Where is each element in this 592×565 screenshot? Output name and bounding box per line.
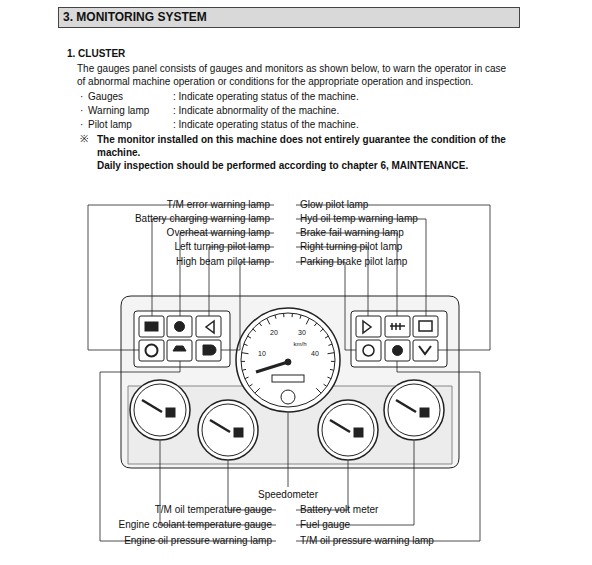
gauge-symbol — [166, 408, 175, 417]
dial-number: 30 — [298, 329, 306, 337]
callout-label: Hyd oil temp warning lamp — [300, 213, 418, 225]
dial-tick — [253, 329, 256, 332]
description: : Indicate operating status of the machi… — [173, 91, 359, 103]
dial-tick — [327, 377, 331, 379]
gauge-dial — [198, 400, 258, 460]
note-mark: ※ — [80, 133, 88, 145]
term: Pilot lamp — [88, 119, 132, 131]
section-title: 3. MONITORING SYSTEM — [63, 11, 207, 24]
gauge-symbol — [354, 428, 363, 437]
dial-tick — [320, 329, 323, 332]
dial-number: 20 — [270, 329, 278, 337]
dial-tick — [255, 388, 260, 393]
dial-tick — [330, 369, 334, 371]
callout-label: Brake fail warning lamp — [300, 227, 404, 239]
dial-tick — [306, 318, 309, 324]
gauge-needle — [330, 420, 350, 432]
section-heading: 1. CLUSTER — [67, 48, 125, 60]
bullet: · — [80, 105, 83, 117]
callout-label: T/M error warning lamp — [167, 199, 270, 211]
dial-number: 10 — [258, 350, 266, 358]
dial-tick — [248, 336, 251, 338]
header-band: 3. MONITORING SYSTEM — [58, 7, 520, 28]
dial-tick — [241, 361, 245, 362]
dial-tick — [242, 353, 249, 354]
body-text: The gauges panel consists of gauges and … — [77, 62, 517, 88]
dial-tick — [316, 388, 321, 393]
dial-tick — [300, 315, 301, 319]
bullet: · — [80, 91, 83, 103]
callout-label: Battery volt meter — [300, 504, 378, 516]
dial-tick — [331, 361, 335, 362]
gauge-rim — [134, 384, 186, 436]
dial-tick — [328, 353, 335, 354]
description: : Indicate abnormality of the machine. — [173, 105, 339, 117]
bullet: · — [80, 119, 83, 131]
gauge-needle — [210, 420, 230, 432]
note-text: The monitor installed on this machine do… — [97, 133, 517, 159]
dial-tick — [325, 336, 328, 338]
gauge-symbol — [234, 428, 243, 437]
dial-tick — [314, 323, 316, 326]
callout-label: Overheat warning lamp — [167, 227, 270, 239]
gauge-symbol — [420, 408, 429, 417]
callout-label: Left turning pilot lamp — [174, 241, 270, 253]
callout-label: Right turning pilot lamp — [300, 241, 402, 253]
dial-tick — [244, 344, 248, 345]
callout-label: T/M oil temperature gauge — [155, 504, 272, 516]
callout-label: Engine coolant temperature gauge — [119, 519, 272, 531]
callout-label: Speedometer — [258, 489, 318, 501]
dial-tick — [249, 384, 252, 386]
dial-unit: km/h — [293, 341, 306, 348]
callout-label: Fuel gauge — [300, 519, 350, 531]
gauge-rim — [202, 404, 254, 456]
description: : Indicate operating status of the machi… — [173, 119, 359, 131]
leader-lines — [88, 205, 490, 541]
dial-tick — [242, 369, 246, 371]
callout-label: Glow pilot lamp — [300, 199, 368, 211]
gauge-dial — [318, 400, 378, 460]
dial-tick — [259, 323, 261, 326]
gauge-rim — [322, 404, 374, 456]
dial-tick — [324, 384, 327, 386]
gauge-dial — [384, 380, 444, 440]
dial-tick — [245, 377, 249, 379]
dial-tick — [275, 315, 276, 319]
gauge-dial — [130, 380, 190, 440]
term: Warning lamp — [88, 105, 149, 117]
gauge-needle — [396, 400, 416, 412]
gauge-needle — [142, 400, 162, 412]
term: Gauges — [88, 91, 123, 103]
note-text: Daily inspection should be performed acc… — [97, 160, 468, 172]
dial-tick — [267, 318, 270, 324]
callout-label: T/M oil pressure warning lamp — [300, 535, 434, 547]
callout-label: High beam pilot lamp — [176, 256, 270, 268]
gauge-rim — [388, 384, 440, 436]
dial-number: 40 — [311, 350, 319, 358]
dial-tick — [283, 313, 284, 317]
callout-label: Battery charging warning lamp — [135, 213, 270, 225]
callout-label: Parking brake pilot lamp — [300, 256, 407, 268]
dial-tick — [292, 313, 293, 317]
dial-tick — [328, 344, 332, 345]
callout-label: Engine oil pressure warning lamp — [124, 535, 272, 547]
